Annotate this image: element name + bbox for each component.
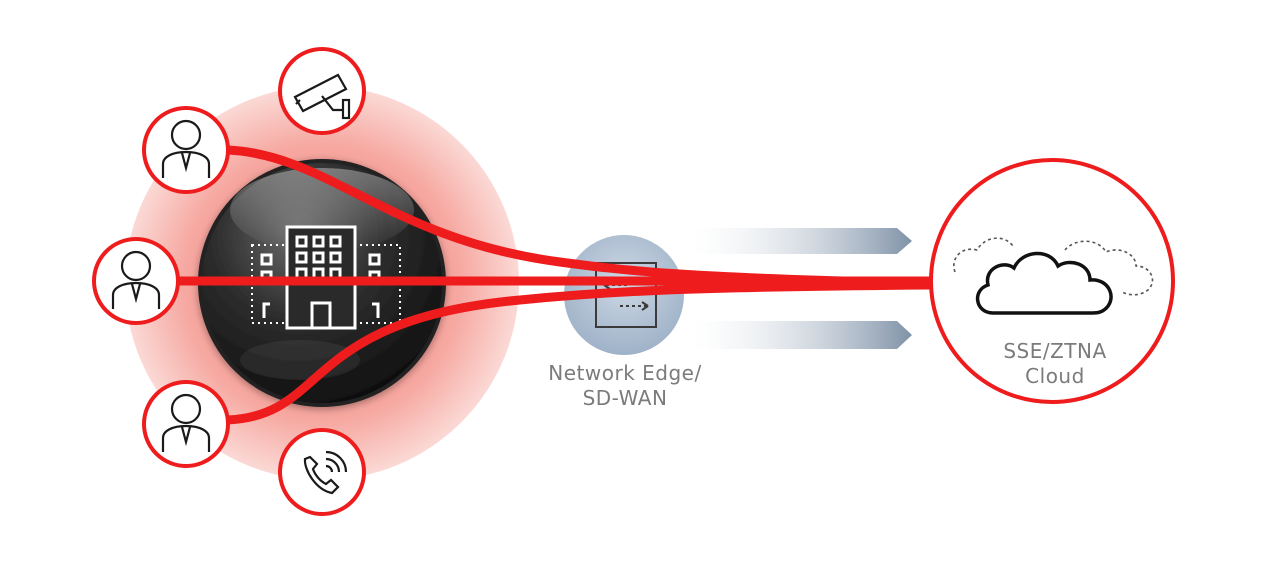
user-icon <box>161 393 211 452</box>
user-icon <box>111 250 161 309</box>
endpoint-nodes <box>92 47 366 516</box>
user-node-middle <box>92 237 180 325</box>
traffic-arrows <box>692 228 912 349</box>
sse-ztna-cloud-node <box>929 158 1175 404</box>
user-node-top <box>142 106 230 194</box>
traffic-lines <box>173 145 937 425</box>
cloud-label-line2: Cloud <box>1025 364 1085 388</box>
user-node-bottom <box>142 380 230 468</box>
cloud-icon <box>953 237 1154 315</box>
wifi-phone-icon <box>303 450 348 495</box>
arrow-bottom <box>692 321 912 349</box>
arrow-top <box>692 228 912 254</box>
security-camera-icon <box>293 73 351 120</box>
network-edge-label-line2: SD-WAN <box>582 386 668 410</box>
network-edge-label: Network Edge/ SD-WAN <box>505 361 745 411</box>
cloud-label: SSE/ZTNA Cloud <box>950 339 1160 389</box>
user-icon <box>161 119 211 178</box>
line-user-bottom <box>223 280 935 425</box>
cloud-label-line1: SSE/ZTNA <box>1003 339 1107 363</box>
phone-node <box>278 428 366 516</box>
camera-node <box>278 47 366 135</box>
network-edge-label-line1: Network Edge/ <box>548 361 702 385</box>
